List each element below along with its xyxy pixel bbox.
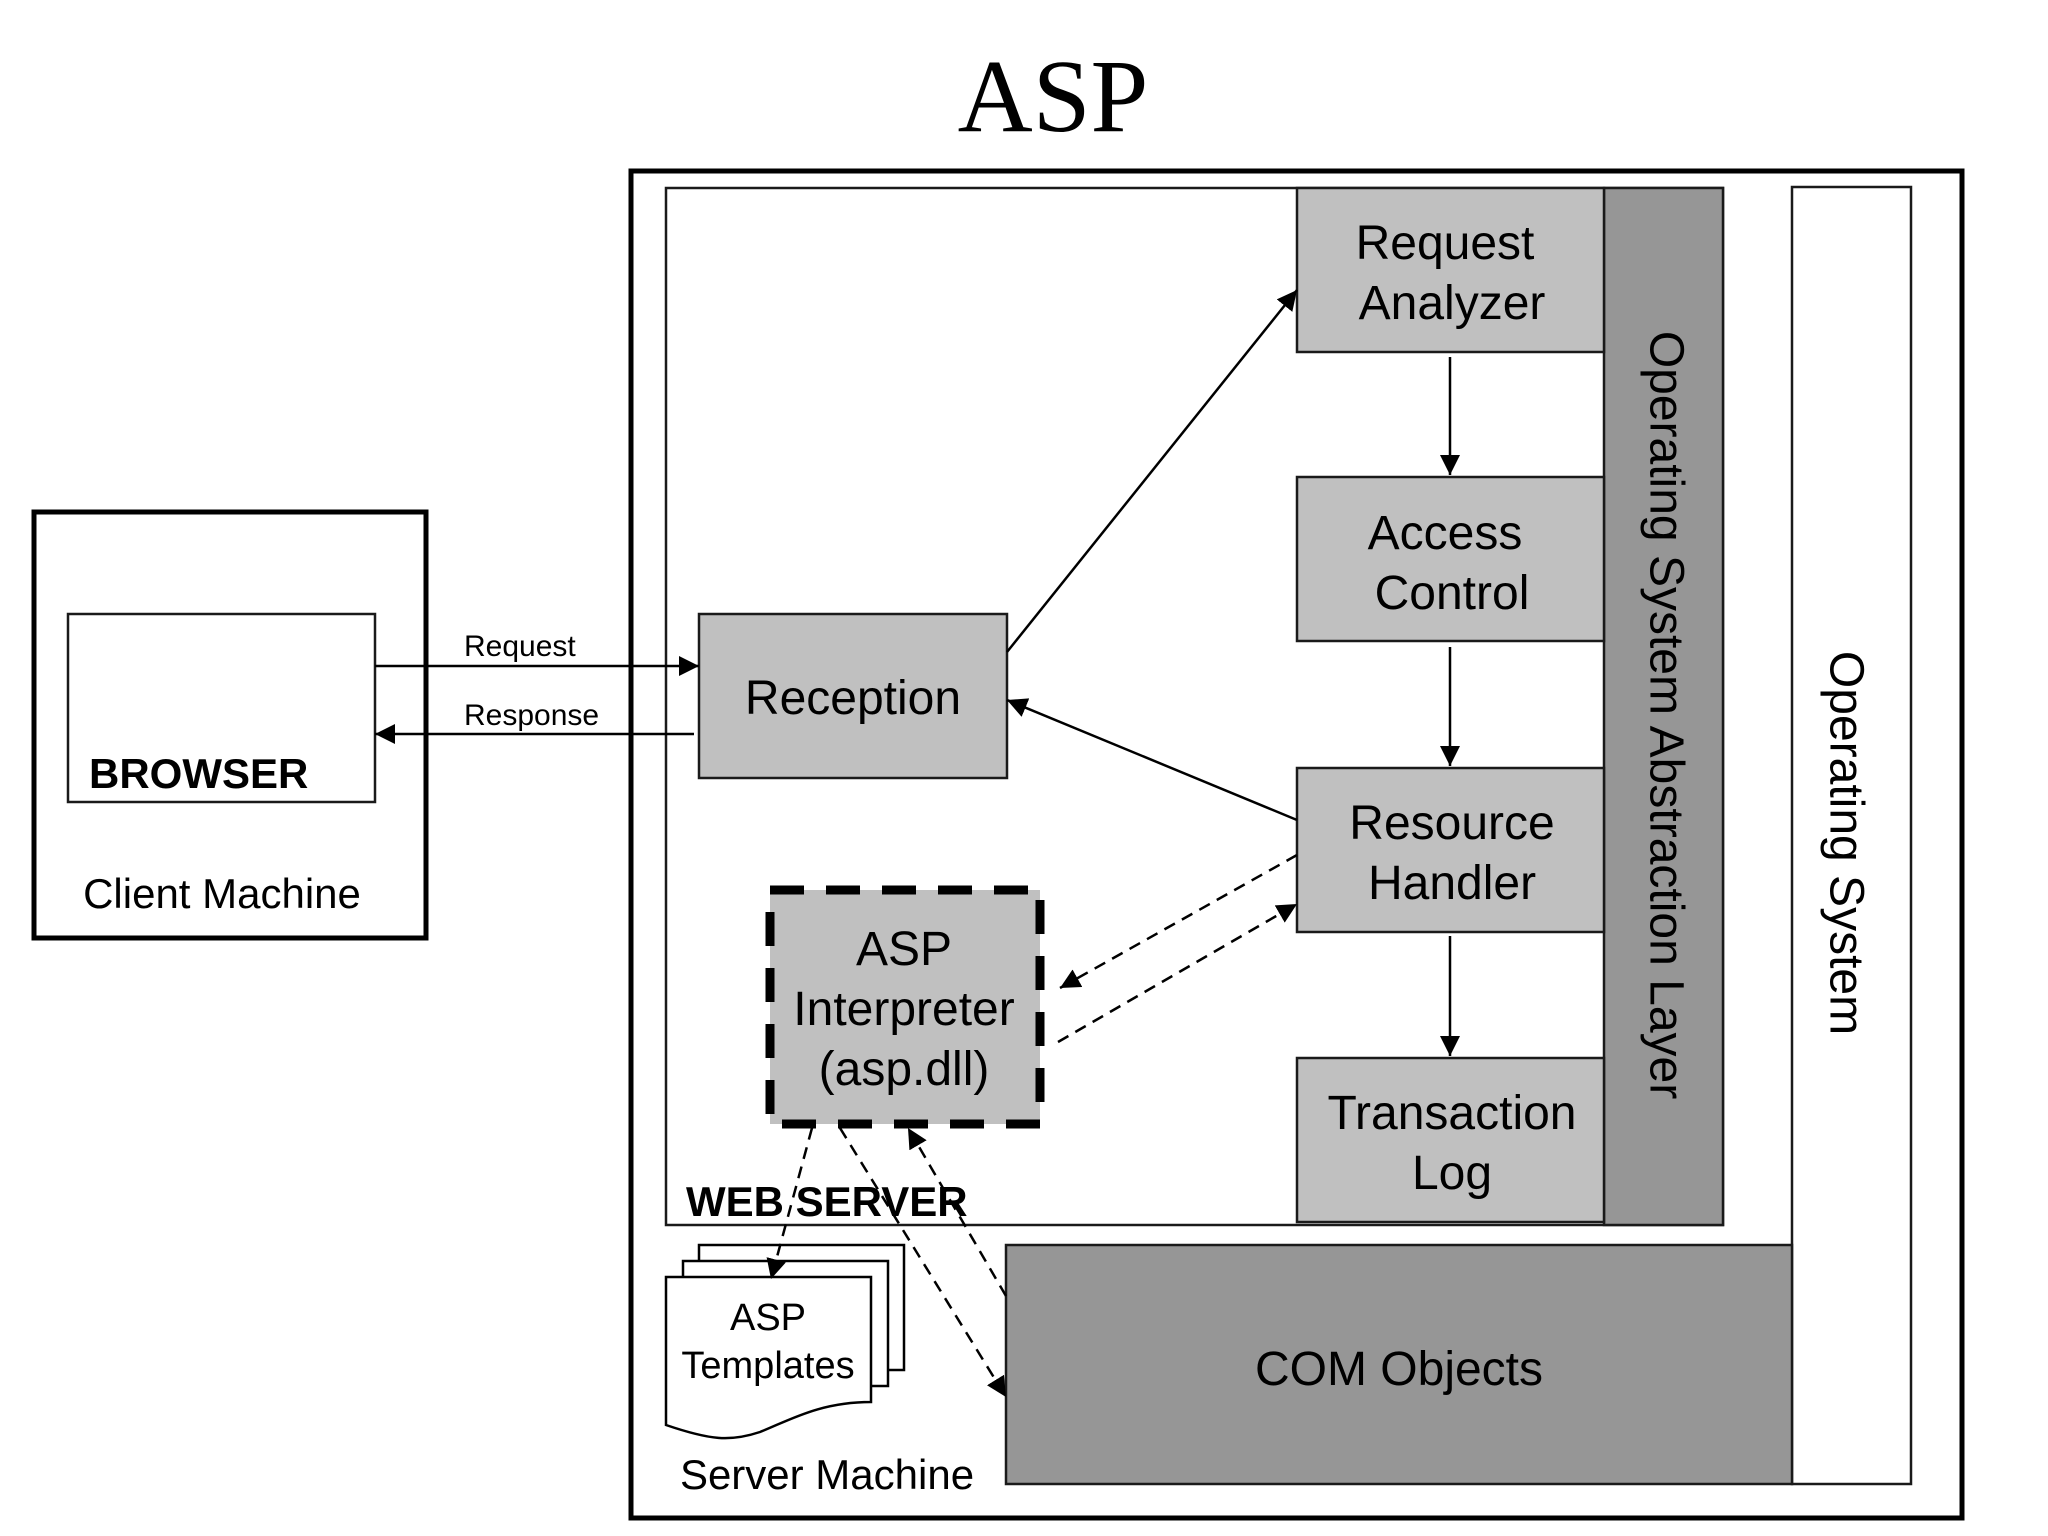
asp-interpreter: ASP Interpreter (asp.dll) bbox=[765, 885, 1045, 1129]
reception-to-request-analyzer-arrow bbox=[1006, 289, 1298, 653]
com-objects-to-asp-interpreter-arrow bbox=[906, 1127, 1008, 1297]
diagram-title: ASP bbox=[958, 39, 1149, 154]
access-control-line1: Access bbox=[1368, 507, 1523, 560]
access-control: Access Control bbox=[1295, 475, 1606, 643]
asp-templates: ASP Templates bbox=[664, 1243, 906, 1440]
asp-interpreter-line3: (asp.dll) bbox=[819, 1043, 990, 1096]
access-control-line2: Control bbox=[1375, 567, 1530, 620]
request-analyzer-line2: Analyzer bbox=[1359, 277, 1546, 330]
com-objects-label: COM Objects bbox=[1255, 1343, 1543, 1396]
resource-handler-line1: Resource bbox=[1349, 797, 1554, 850]
reception-label: Reception bbox=[745, 672, 961, 725]
client-machine-frame bbox=[31, 509, 429, 941]
asp-interpreter-to-resource-handler-arrow bbox=[1057, 902, 1298, 1044]
operating-system-box bbox=[1790, 185, 1913, 1486]
request-analyzer-line1: Request bbox=[1356, 217, 1535, 270]
server-machine-frame bbox=[628, 168, 1965, 1521]
resource-handler: Resource Handler bbox=[1295, 766, 1606, 934]
resource-handler-line2: Handler bbox=[1368, 857, 1536, 910]
com-objects-box bbox=[1004, 1243, 1794, 1486]
client-machine: BROWSER Client Machine bbox=[31, 509, 429, 941]
transaction-log: Transaction Log bbox=[1295, 1056, 1606, 1224]
reception: Reception bbox=[697, 612, 1009, 780]
asp-templates-line1: ASP bbox=[730, 1297, 806, 1339]
request-analyzer: Request Analyzer bbox=[1295, 186, 1606, 354]
asp-templates-line2: Templates bbox=[681, 1345, 854, 1387]
browser-label: BROWSER bbox=[89, 750, 308, 797]
request-label: Request bbox=[464, 630, 576, 663]
asp-interpreter-to-com-objects-arrow bbox=[838, 1127, 1008, 1398]
transaction-log-line1: Transaction bbox=[1328, 1087, 1577, 1140]
resource-handler-to-asp-interpreter-arrow bbox=[1059, 853, 1298, 990]
client-machine-label: Client Machine bbox=[83, 870, 361, 917]
resource-handler-to-reception-arrow bbox=[1006, 698, 1298, 822]
asp-interpreter-line2: Interpreter bbox=[793, 983, 1014, 1036]
asp-interpreter-line1: ASP bbox=[856, 923, 952, 976]
asp-interpreter-to-templates-arrow bbox=[766, 1127, 814, 1280]
os-abstraction-layer-label: Operating System Abstraction Layer bbox=[1639, 331, 1692, 1099]
server-machine-label: Server Machine bbox=[680, 1451, 974, 1498]
transaction-log-line2: Log bbox=[1412, 1147, 1492, 1200]
os-abstraction-layer-box bbox=[1602, 186, 1725, 1227]
web-server-label: WEB SERVER bbox=[686, 1178, 968, 1225]
browser-box bbox=[66, 612, 377, 804]
operating-system-label: Operating System bbox=[1819, 651, 1872, 1035]
response-label: Response bbox=[464, 699, 599, 732]
